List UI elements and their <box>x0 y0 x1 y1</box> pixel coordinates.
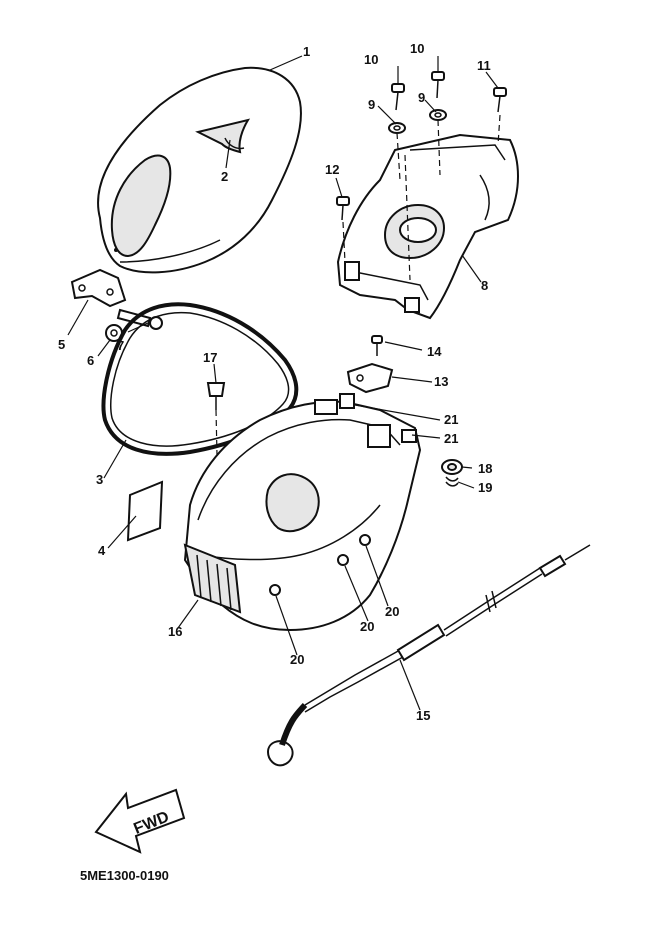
fwd-arrow-icon: FWD <box>94 788 186 854</box>
callout-19: 19 <box>478 480 492 495</box>
callout-14: 14 <box>427 344 442 359</box>
callout-21a: 21 <box>444 412 458 427</box>
callout-16: 16 <box>168 624 182 639</box>
callout-9b: 9 <box>418 90 425 105</box>
callout-3: 3 <box>96 472 103 487</box>
screw-12 <box>336 196 350 221</box>
screw-11 <box>493 87 507 113</box>
callout-7: 7 <box>117 338 124 353</box>
caution-label <box>126 480 164 542</box>
callout-10a: 10 <box>364 52 378 67</box>
callout-20b: 20 <box>360 619 374 634</box>
callout-10b: 10 <box>410 41 424 56</box>
callout-13: 13 <box>434 374 448 389</box>
bracket-13 <box>346 362 394 394</box>
seat <box>97 66 302 274</box>
callout-11: 11 <box>477 58 491 73</box>
callout-12: 12 <box>325 162 339 177</box>
seat-lock-cable <box>266 544 591 767</box>
callout-21b: 21 <box>444 431 458 446</box>
screw-10b <box>431 71 445 99</box>
washer-9a <box>388 122 406 134</box>
seal-gasket <box>101 302 299 456</box>
callout-18: 18 <box>478 461 492 476</box>
screw-10a <box>391 83 405 111</box>
grommet-19 <box>445 476 459 487</box>
callout-5: 5 <box>58 337 65 352</box>
callout-15: 15 <box>416 708 430 723</box>
callout-20c: 20 <box>385 604 399 619</box>
callout-6: 6 <box>87 353 94 368</box>
clip-17 <box>206 382 226 410</box>
storage-box <box>183 393 422 632</box>
seat-emblem <box>195 118 251 154</box>
collar-18 <box>441 459 463 475</box>
callout-20a: 20 <box>290 652 304 667</box>
callout-4: 4 <box>98 543 106 558</box>
callout-9a: 9 <box>368 97 375 112</box>
callout-labels: 1 2 3 4 5 6 7 8 9 9 10 10 11 12 13 14 15… <box>58 41 492 723</box>
callout-17: 17 <box>203 350 217 365</box>
washer-9b <box>429 109 447 121</box>
screw-14 <box>371 335 383 356</box>
callout-1: 1 <box>303 44 310 59</box>
leader-lines <box>67 55 499 711</box>
seat-hinge <box>70 268 127 308</box>
callout-2: 2 <box>221 169 228 184</box>
rear-cover <box>336 133 519 320</box>
diagram-code: 5ME1300-0190 <box>80 868 169 883</box>
callout-8: 8 <box>481 278 488 293</box>
